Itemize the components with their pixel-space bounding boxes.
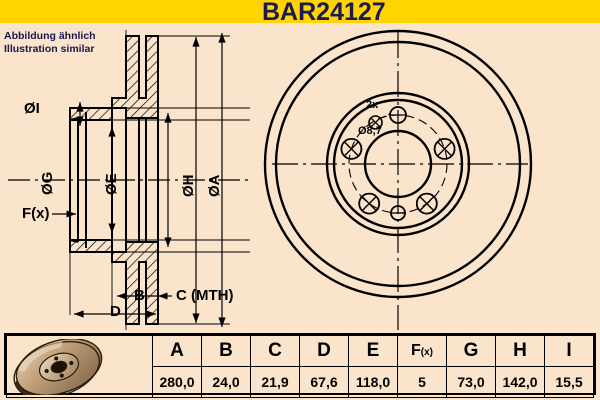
spec-header-e: E (348, 335, 398, 367)
section-hatched-body (69, 35, 159, 325)
spec-header-g: G (446, 335, 496, 367)
spec-value-b: 24,0 (201, 366, 251, 398)
locating-hole-top (389, 106, 407, 124)
label-d: D (110, 303, 121, 320)
vent-gap-lines (139, 97, 146, 263)
illustration-note: Abbildung ähnlich Illustration similar (4, 30, 96, 55)
locating-holes (389, 106, 407, 221)
bolt-hole (358, 192, 381, 215)
bolt-hole (415, 192, 438, 215)
spec-value-g: 73,0 (446, 366, 496, 398)
wheel-bolt-holes (340, 115, 456, 215)
spec-table: A B C D E F(x) G H I 280,0 24,0 21,9 67,… (6, 335, 594, 398)
bolt-hole (340, 137, 363, 160)
spec-header-a: A (152, 335, 202, 367)
spec-value-h: 142,0 (495, 366, 545, 398)
brake-disc-thumbnail-image (13, 338, 103, 395)
title-banner: BAR24127 (0, 0, 600, 26)
spec-header-d: D (299, 335, 349, 367)
front-view (263, 29, 533, 330)
spec-value-a: 280,0 (152, 366, 202, 398)
disc-friction-ring-circle (274, 40, 522, 288)
note-line-en: Illustration similar (4, 42, 95, 55)
disc-outer-circle (263, 29, 533, 299)
label-dia-a: ØA (206, 174, 223, 198)
spec-value-d: 67,6 (299, 366, 349, 398)
bolt-hole-callout (368, 115, 383, 130)
center-bore-circle (363, 129, 433, 199)
spec-header-fx-subscript: (x) (420, 347, 433, 358)
label-dia-e: ØE (103, 173, 120, 195)
page-title: BAR24127 (262, 0, 386, 26)
spec-table-wrapper: A B C D E F(x) G H I 280,0 24,0 21,9 67,… (4, 333, 596, 398)
spec-value-i: 15,5 (544, 366, 594, 398)
callout-count: 2x (366, 99, 379, 111)
spec-header-fx: F(x) (397, 335, 447, 367)
spec-header-b: B (201, 335, 251, 367)
spec-header-h: H (495, 335, 545, 367)
spec-table-header-row: A B C D E F(x) G H I (6, 335, 594, 398)
spec-value-c: 21,9 (250, 366, 300, 398)
hub-flange-inner-circle (332, 98, 464, 230)
spec-value-e: 118,0 (348, 366, 398, 398)
callout-leader-line (380, 113, 391, 119)
label-f-x: F(x) (22, 205, 50, 222)
spec-value-fx: 5 (397, 366, 447, 398)
brake-disc-thumbnail (6, 335, 153, 398)
callout-diameter: Ø8,7 (358, 125, 382, 137)
spec-header-i: I (544, 335, 594, 367)
locating-hole-bottom (390, 205, 406, 221)
label-c-mth: C (MTH) (176, 287, 234, 304)
label-b: B (134, 287, 145, 304)
label-dia-g: ØG (39, 171, 56, 195)
spec-header-c: C (250, 335, 300, 367)
label-dia-h: ØH (180, 174, 197, 198)
hub-flange-outer-circle (325, 91, 471, 237)
label-dia-i: ØI (24, 100, 40, 117)
spec-table-value-row: 280,0 24,0 21,9 67,6 118,0 5 73,0 142,0 … (7, 366, 594, 398)
note-line-de: Abbildung ähnlich (4, 30, 96, 42)
bolt-hole (433, 137, 456, 160)
cross-section-view (8, 30, 250, 330)
